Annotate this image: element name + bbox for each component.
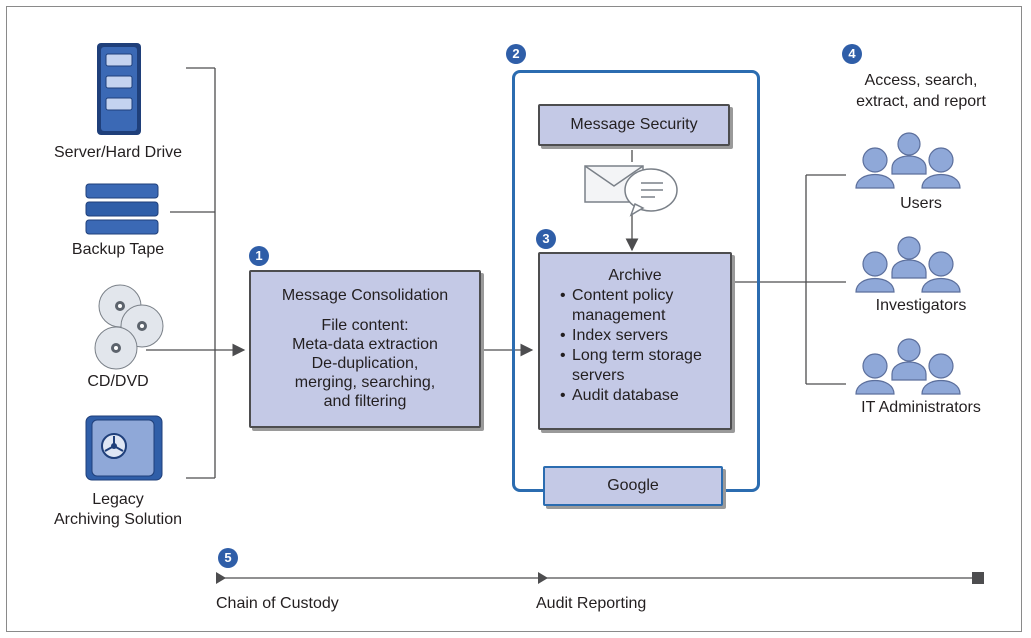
archive-item: Content policy management [560, 286, 724, 326]
archive-box: Archive Content policy management Index … [538, 252, 732, 430]
timeline-start-label: Chain of Custody [216, 595, 339, 612]
diagram-frame [6, 6, 1022, 632]
vault-icon [85, 415, 163, 481]
source-label: Legacy Archiving Solution [53, 491, 183, 528]
archive-list: Content policy management Index servers … [560, 286, 724, 406]
source-label: Backup Tape [71, 241, 165, 258]
step-badge-4: 4 [842, 44, 862, 64]
archive-item: Audit database [560, 386, 724, 406]
step-badge-3: 3 [536, 229, 556, 249]
step-badge-2: 2 [506, 44, 526, 64]
people-icon [855, 236, 961, 293]
archive-title: Archive [608, 267, 662, 284]
archive-item: Long term storage servers [560, 346, 724, 386]
timeline-end-marker [972, 572, 984, 584]
people-icon [855, 132, 961, 189]
people-icon [855, 338, 961, 395]
timeline-middle-marker [538, 572, 548, 584]
step-badge-5: 5 [218, 548, 238, 568]
role-label: Investigators [875, 297, 967, 314]
tape-icon [85, 183, 159, 235]
timeline-start-marker [216, 572, 226, 584]
consolidation-box: Message Consolidation File content: Meta… [249, 270, 481, 428]
source-label: Server/Hard Drive [53, 144, 183, 161]
role-label: Users [900, 195, 942, 212]
server-icon [97, 43, 141, 135]
message-security-box: Message Security [538, 104, 730, 146]
timeline-middle-label: Audit Reporting [536, 595, 647, 612]
access-label: Access, search, extract, and report [856, 72, 986, 110]
google-box: Google [543, 466, 723, 506]
cd-icon [94, 284, 164, 370]
role-label: IT Administrators [861, 399, 981, 416]
step-badge-1: 1 [249, 246, 269, 266]
archive-item: Index servers [560, 326, 724, 346]
source-label: CD/DVD [87, 373, 149, 390]
email-chat-icon [584, 165, 678, 217]
consolidation-body: File content: Meta-data extraction De-du… [292, 317, 438, 410]
consolidation-title: Message Consolidation [281, 287, 449, 304]
